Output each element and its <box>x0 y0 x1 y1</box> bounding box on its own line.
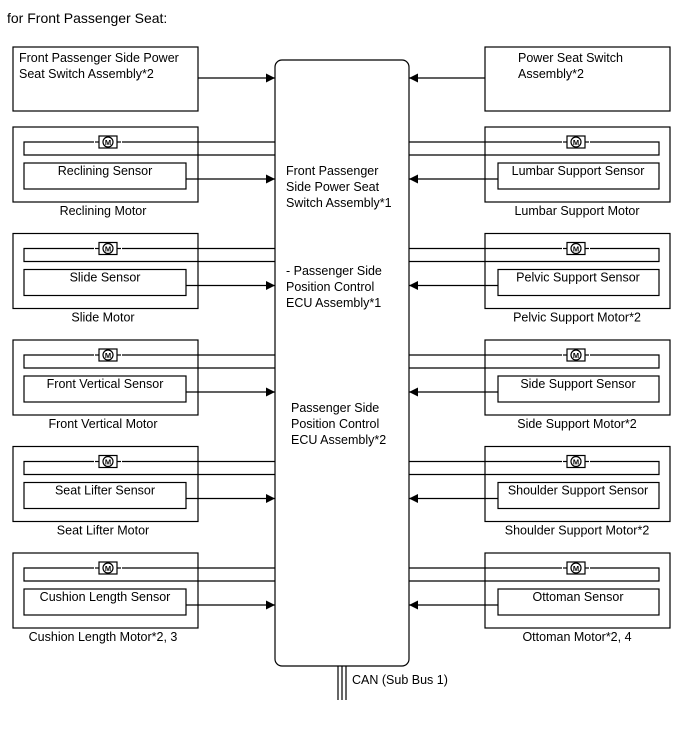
right-sensor-box <box>497 588 660 616</box>
right-motor-wire <box>409 247 660 263</box>
motor-symbol: M <box>105 351 111 360</box>
left-motor-label: Cushion Length Motor*2, 3 <box>29 630 178 644</box>
right-motor-label: Lumbar Support Motor <box>514 204 639 218</box>
left-motor-wire <box>23 354 275 369</box>
ecu-label-line: Side Power Seat <box>286 180 380 194</box>
motor-symbol: M <box>105 245 111 254</box>
ecu-label-line: Switch Assembly*1 <box>286 196 392 210</box>
left-motor-label: Reclining Motor <box>60 204 147 218</box>
right-switch-label: Assembly*2 <box>518 67 584 81</box>
motor-icon <box>102 242 114 255</box>
motor-symbol: M <box>573 351 579 360</box>
left-motor-wire <box>23 460 275 476</box>
motor-symbol: M <box>105 458 111 467</box>
motor-icon <box>570 455 582 468</box>
left-sensor-label: Seat Lifter Sensor <box>55 484 155 498</box>
left-motor-label: Front Vertical Motor <box>48 417 157 431</box>
right-switch-label: Power Seat Switch <box>518 51 623 65</box>
can-bus-label: CAN (Sub Bus 1) <box>352 673 448 687</box>
diagram-title: for Front Passenger Seat: <box>7 10 167 26</box>
ecu-label-line: ECU Assembly*2 <box>291 433 386 447</box>
right-switch-box <box>484 46 671 112</box>
left-sensor-box <box>23 481 187 510</box>
right-sensor-box <box>497 481 660 510</box>
motor-icon <box>570 242 582 255</box>
left-sensor-box <box>23 268 187 297</box>
right-motor-label: Side Support Motor*2 <box>517 417 637 431</box>
left-switch-box <box>12 46 199 112</box>
left-sensor-label: Slide Sensor <box>70 271 141 285</box>
ecu-label-line: ECU Assembly*1 <box>286 296 381 310</box>
motor-icon <box>102 136 114 148</box>
ecu-box <box>274 59 410 667</box>
left-motor-wire <box>23 247 275 263</box>
left-sensor-box <box>23 375 187 403</box>
can-bus: CAN (Sub Bus 1) <box>337 666 448 700</box>
ecu-label-line: Front Passenger <box>286 164 378 178</box>
right-motor-wire <box>409 141 660 156</box>
ecu-label: Front Passenger Side Power Seat Switch A… <box>286 164 392 447</box>
left-switch-label: Front Passenger Side Power <box>19 51 179 65</box>
right-motor-wire <box>409 567 660 582</box>
motor-icon <box>570 349 582 361</box>
right-sensor-label: Pelvic Support Sensor <box>516 271 640 285</box>
motor-icon <box>570 136 582 148</box>
left-sensor-label: Cushion Length Sensor <box>40 590 171 604</box>
left-motor-wire <box>23 567 275 582</box>
right-sensor-label: Shoulder Support Sensor <box>508 484 648 498</box>
left-sensor-box <box>23 162 187 190</box>
left-switch-label: Seat Switch Assembly*2 <box>19 67 154 81</box>
motor-icon <box>102 562 114 574</box>
ecu-label-line: Position Control <box>286 280 374 294</box>
ecu-label-line: Passenger Side <box>291 401 379 415</box>
left-motor-label: Slide Motor <box>71 311 134 325</box>
motor-symbol: M <box>573 245 579 254</box>
left-sensor-box <box>23 588 187 616</box>
motor-symbol: M <box>105 564 111 573</box>
left-sensor-label: Front Vertical Sensor <box>47 377 164 391</box>
motor-symbol: M <box>105 138 111 147</box>
ecu-label-line: Position Control <box>291 417 379 431</box>
left-motor-wire <box>23 141 275 156</box>
right-motor-label: Ottoman Motor*2, 4 <box>522 630 631 644</box>
right-motor-label: Shoulder Support Motor*2 <box>505 524 650 538</box>
right-motor-wire <box>409 354 660 369</box>
motor-icon <box>102 349 114 361</box>
ecu-label-line: - Passenger Side <box>286 264 382 278</box>
right-sensor-box <box>497 375 660 403</box>
right-sensor-label: Side Support Sensor <box>520 377 635 391</box>
left-sensor-label: Reclining Sensor <box>58 164 153 178</box>
motor-icon <box>102 455 114 468</box>
right-sensor-box <box>497 162 660 190</box>
motor-symbol: M <box>573 564 579 573</box>
motor-symbol: M <box>573 138 579 147</box>
motor-icon <box>570 562 582 574</box>
right-motor-wire <box>409 460 660 476</box>
left-motor-label: Seat Lifter Motor <box>57 524 149 538</box>
right-motor-label: Pelvic Support Motor*2 <box>513 311 641 325</box>
right-sensor-label: Lumbar Support Sensor <box>512 164 645 178</box>
right-sensor-label: Ottoman Sensor <box>532 590 623 604</box>
motor-symbol: M <box>573 458 579 467</box>
right-sensor-box <box>497 268 660 297</box>
